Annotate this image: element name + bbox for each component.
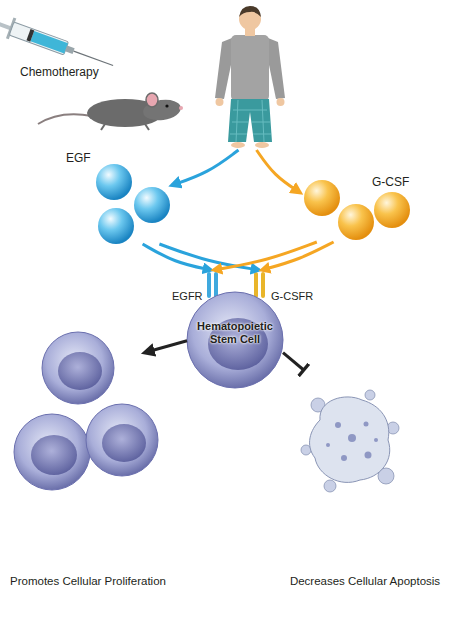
flow-arrow: [262, 242, 334, 270]
daughter-cell: [42, 332, 114, 404]
gcsf-cluster: G-CSF: [300, 176, 412, 242]
chromatin-fragment: [364, 422, 369, 427]
flow-arrow: [257, 150, 301, 193]
molecule-label: EGF: [66, 152, 91, 166]
syringe-liquid: [30, 31, 68, 54]
molecule-label: G-CSF: [372, 176, 409, 190]
outcome-caption: Decreases Cellular Apoptosis: [285, 575, 445, 588]
human-foot: [231, 142, 245, 148]
mouse-eye: [165, 104, 168, 107]
proliferating-cells: [14, 332, 158, 490]
syringe-plunger: [26, 29, 34, 42]
human-pants: [228, 99, 272, 142]
human-foot: [255, 142, 269, 148]
flow-arrow: [172, 150, 239, 185]
receptor-label: G-CSFR: [271, 290, 313, 303]
human-hair: [239, 6, 261, 17]
human-hand: [216, 98, 224, 106]
flow-arrow: [159, 244, 259, 270]
proliferation-node: Promotes Cellular Proliferation: [15, 325, 145, 600]
egf-sphere: [134, 187, 170, 223]
egf-sphere: [96, 164, 132, 200]
apoptotic-bleb: [365, 390, 375, 400]
stem-cell-node: Hematopoietic Stem Cell: [187, 270, 283, 388]
apoptotic-bleb: [324, 480, 336, 492]
mouse-tail: [38, 114, 92, 124]
egf-sphere: [98, 208, 134, 244]
human-hand: [277, 98, 285, 106]
chromatin-fragment: [374, 438, 378, 442]
egfr-receptor: [207, 272, 211, 298]
chromatin-fragment: [341, 455, 347, 461]
mouse-nose: [179, 106, 183, 110]
cell-label: Hematopoietic Stem Cell: [187, 320, 283, 345]
human-shirt: [231, 35, 269, 101]
syringe-barrel: [9, 22, 68, 55]
receptor-label: EGFR: [172, 290, 203, 303]
mouse-leg: [101, 124, 105, 130]
chromatin-fragment: [326, 443, 330, 447]
daughter-cell: [86, 404, 158, 476]
egfr-receptor: [214, 272, 218, 298]
daughter-cell: [14, 414, 90, 490]
egf-molecules: [96, 164, 170, 244]
stem-cell-body: [187, 292, 283, 388]
syringe-needle: [74, 51, 113, 65]
human-arm: [268, 38, 285, 99]
chromatin-fragment: [365, 452, 372, 459]
mouse-leg: [145, 124, 149, 130]
gcsfr-receptor: [261, 272, 265, 298]
cell-nucleus: [58, 352, 102, 390]
flow-arrow: [143, 244, 211, 270]
syringe-hub: [65, 46, 75, 54]
gcsf-sphere: [374, 192, 410, 228]
cell-nucleus: [102, 424, 146, 462]
flow-arrow: [145, 341, 187, 353]
gcsf-sphere: [304, 180, 340, 216]
chromatin-fragment: [348, 434, 356, 442]
apoptosis-node: Decreases Cellular Apoptosis: [295, 370, 440, 600]
apoptotic-cell: [301, 390, 399, 492]
outcome-caption: Promotes Cellular Proliferation: [3, 575, 173, 588]
egf-cluster: EGF: [88, 160, 172, 244]
apoptotic-body: [310, 397, 390, 482]
flow-arrow: [214, 242, 317, 270]
treatment-label: Chemotherapy: [20, 66, 99, 80]
gcsfr-receptor: [254, 272, 258, 298]
human-arm: [215, 38, 232, 99]
gcsf-sphere: [338, 204, 374, 240]
chromatin-fragment: [335, 422, 341, 428]
treatment-group: Chemotherapy: [0, 0, 450, 150]
human-figure: [215, 6, 285, 148]
inhibition-connector: [283, 353, 304, 370]
pants-pattern: [230, 100, 271, 142]
cell-nucleus: [31, 435, 77, 475]
stem-cell: [187, 272, 283, 388]
mouse-ear: [146, 93, 158, 107]
mouse: [38, 93, 183, 130]
